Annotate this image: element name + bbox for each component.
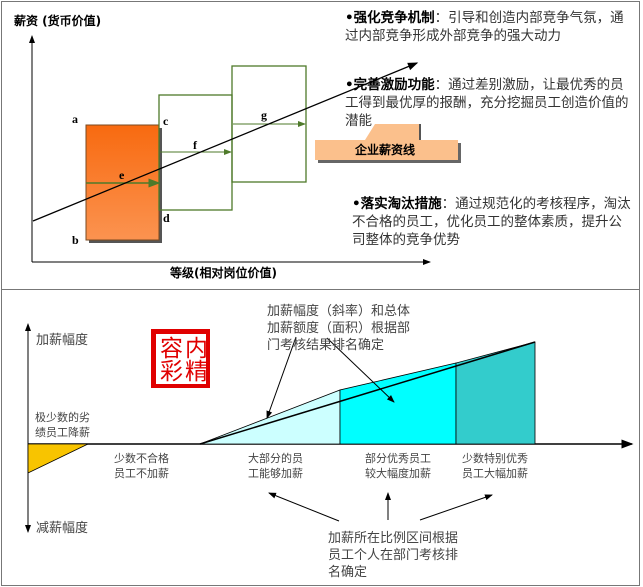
salary-line bbox=[32, 62, 419, 222]
stamp-text: 内精容彩 bbox=[155, 333, 207, 384]
point-label-f: f bbox=[193, 138, 197, 152]
note-arrow bbox=[326, 337, 395, 403]
bullet-competition: •强化竞争机制：引导和创造内部竞争气氛，通过内部竞争形成外部竞争的强大动力 bbox=[345, 9, 635, 45]
bullet-title: •落实淘汰措施 bbox=[352, 196, 442, 212]
salary-tag-tab bbox=[365, 124, 420, 140]
point-label-g: g bbox=[261, 108, 267, 122]
bullet-text: ：通过规范化的考核程序，淘汰不合格的员工，优化员工的整体素质，提升公司整体的竞争… bbox=[352, 196, 631, 248]
note-arrow bbox=[266, 336, 297, 419]
bullet-text: ：引导和创造内部竞争气氛，通过内部竞争形成外部竞争的强大动力 bbox=[345, 10, 624, 44]
segment-label-none: 少数不合格员工不加薪 bbox=[114, 452, 169, 480]
raise-area-good bbox=[339, 362, 457, 445]
demotion-area bbox=[27, 443, 89, 474]
point-label-d: d bbox=[163, 211, 170, 225]
segment-label-excellent: 少数特别优秀员工大幅加薪 bbox=[462, 452, 528, 480]
point-label-a: a bbox=[72, 112, 78, 126]
segment-label-good: 部分优秀员工较大幅度加薪 bbox=[365, 452, 431, 480]
stamp: 内精容彩 bbox=[151, 329, 210, 388]
raise-axis-label: 加薪幅度 bbox=[36, 333, 89, 348]
salary-tag bbox=[315, 140, 458, 160]
raise-area-excellent bbox=[455, 341, 536, 445]
point-label-c: c bbox=[163, 114, 169, 128]
point-label-e: e bbox=[119, 168, 125, 182]
bullet-incentive: •完善激励功能：通过差别激励，让最优秀的员工得到最优厚的报酬，充分挖掘员工创造价… bbox=[345, 76, 635, 130]
y-axis-label: 薪资 (货币价值) bbox=[14, 14, 102, 28]
raise-area-majority bbox=[199, 389, 341, 445]
note-ranking: 加薪所在比例区间根据员工个人在部门考核排名确定 bbox=[328, 531, 459, 580]
grade-box-3 bbox=[231, 65, 307, 183]
salary-line-label: 企业薪资线 bbox=[355, 143, 416, 157]
bullet-title: •完善激励功能 bbox=[345, 77, 435, 93]
cut-axis-label: 减薪幅度 bbox=[36, 521, 89, 536]
bullet-title: •强化竞争机制 bbox=[345, 10, 435, 26]
point-label-b: b bbox=[72, 233, 79, 247]
note-arrow bbox=[268, 492, 340, 522]
note-slope-area: 加薪幅度（斜率）和总体加薪额度（面积）根据部门考核结果排名确定 bbox=[267, 304, 411, 353]
raise-slope bbox=[199, 341, 536, 445]
bullet-elimination: •落实淘汰措施：通过规范化的考核程序，淘汰不合格的员工，优化员工的整体素质，提升… bbox=[352, 195, 632, 249]
bottom-panel bbox=[1, 289, 640, 586]
segment-label-majority: 大部分的员工能够加薪 bbox=[248, 452, 303, 480]
note-arrow bbox=[419, 494, 493, 521]
bullet-text: ：通过差别激励，让最优秀的员工得到最优厚的报酬，充分挖掘员工创造价值的潜能 bbox=[345, 77, 629, 129]
x-axis-label: 等级(相对岗位价值) bbox=[170, 266, 277, 280]
demote-label: 极少数的劣绩员工降薪 bbox=[35, 411, 90, 439]
